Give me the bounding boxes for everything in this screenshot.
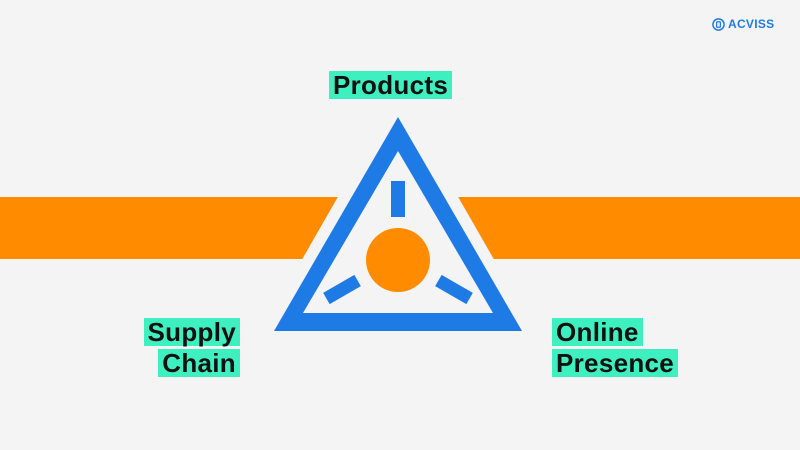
acviss-logo-icon <box>712 17 725 31</box>
label-online-line2: Presence <box>552 349 679 377</box>
label-products-text: Products <box>329 71 453 99</box>
brand-name: ACVISS <box>728 17 775 31</box>
label-online-line1: Online <box>552 318 643 346</box>
label-products: Products <box>329 71 453 99</box>
brand-logo: ACVISS <box>712 17 774 31</box>
center-circle <box>366 228 430 292</box>
label-supply-chain: Supply Chain <box>143 318 240 380</box>
label-supply-line1: Supply <box>143 318 240 346</box>
spoke-right <box>435 274 473 305</box>
label-supply-line2: Chain <box>158 349 240 377</box>
spoke-top <box>391 181 405 217</box>
spoke-left <box>323 274 361 305</box>
label-online-presence: Online Presence <box>552 318 679 380</box>
